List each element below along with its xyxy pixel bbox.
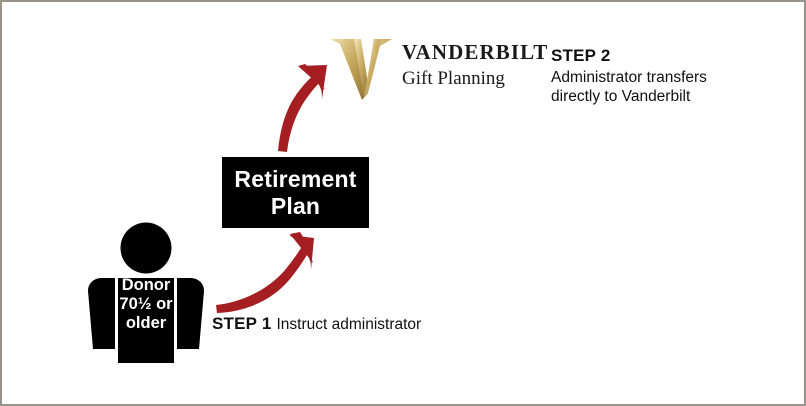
retirement-plan-box: Retirement Plan [222, 157, 369, 228]
step-1-heading: STEP 1 [212, 314, 272, 333]
arrow-plan-to-vanderbilt [278, 64, 327, 152]
step-1-body: Instruct administrator [276, 316, 422, 333]
arrow-donor-to-plan [216, 232, 314, 313]
vanderbilt-v-icon [330, 39, 392, 100]
step-2-body-line-1: Administrator transfers [551, 69, 707, 87]
retirement-plan-line-2: Plan [270, 192, 321, 219]
vanderbilt-wordmark: VANDERBILT Gift Planning [402, 40, 549, 89]
vanderbilt-logo: VANDERBILT Gift Planning [324, 36, 549, 102]
step-2-body: Administrator transfers directly to Vand… [551, 68, 791, 106]
logo-name: VANDERBILT [402, 40, 549, 64]
step-2-block: STEP 2 Administrator transfers directly … [551, 46, 791, 106]
retirement-plan-line-1: Retirement [234, 166, 357, 193]
step-2-heading: STEP 2 [551, 46, 611, 65]
retirement-plan-label: Retirement Plan [234, 166, 356, 218]
person-silhouette-icon [88, 222, 204, 363]
logo-tagline: Gift Planning [402, 68, 505, 89]
step-2-body-line-2: directly to Vanderbilt [551, 88, 691, 106]
